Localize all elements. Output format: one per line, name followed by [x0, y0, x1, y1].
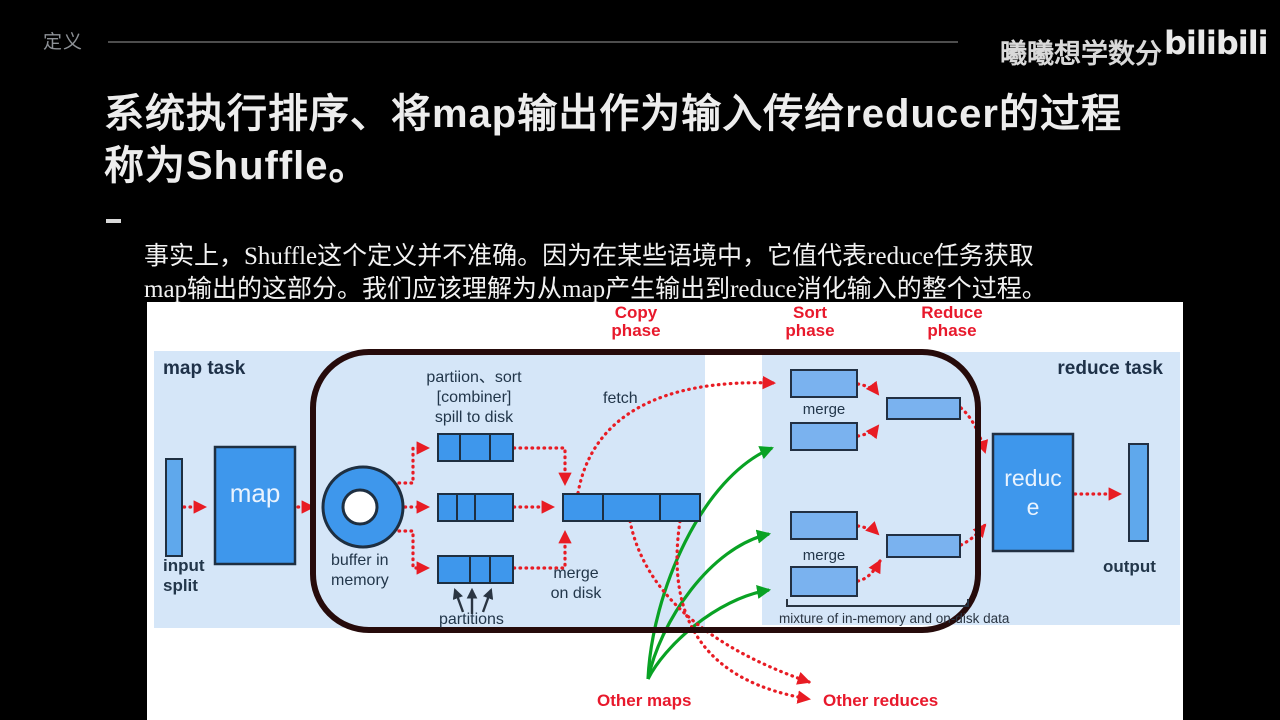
- merge-bottom-label: merge: [802, 547, 846, 564]
- reduce-box-label: reduc e: [1004, 465, 1062, 520]
- bilibili-logo: bilibili: [1164, 24, 1269, 62]
- other-maps-label: Other maps: [597, 691, 692, 710]
- mixture-label: mixture of in-memory and on-disk data: [779, 611, 1010, 626]
- map-side-shapes: [165, 433, 701, 584]
- map-box-label: map: [229, 478, 281, 508]
- map-task-label: map task: [163, 358, 246, 379]
- partitions-arrows: [452, 587, 494, 614]
- note-paragraph: 事实上，Shuffle这个定义并不准确。因为在某些语境中，它值代表reduce任…: [144, 240, 1204, 306]
- spill-files: [437, 433, 701, 584]
- other-maps-arrows: [646, 446, 774, 680]
- note-line2: map输出的这部分。我们应该理解为从map产生输出到reduce消化输入的整个过…: [144, 276, 1047, 303]
- slide-title-line2: 称为Shuffle。: [104, 144, 370, 188]
- mixture-bracket: [786, 599, 969, 607]
- section-label: 定义: [43, 32, 84, 53]
- buffer-donut-hole: [341, 488, 379, 526]
- shuffle-diagram: Copy phase Sort phase Reduce phase map t…: [147, 302, 1183, 720]
- sort-phase-label: Sort phase: [785, 303, 835, 340]
- channel-name: 曦曦想学数分: [1000, 39, 1162, 69]
- partitions-label: partitions: [439, 611, 504, 628]
- merge-on-disk-shape: [562, 493, 701, 522]
- diagram-shapes: [165, 349, 1149, 704]
- fetch-label: fetch: [603, 390, 638, 407]
- merge-top-label: merge: [802, 401, 846, 418]
- map-box-shape: [213, 445, 297, 566]
- merge-on-disk-label: merge on disk: [550, 565, 602, 602]
- slide-title-line1: 系统执行排序、将map输出作为输入传给reducer的过程: [104, 92, 1122, 136]
- input-split-shape: [165, 458, 183, 557]
- copy-phase-label: Copy phase: [611, 303, 661, 340]
- spill-label: partiion、sort [combiner] spill to disk: [426, 369, 522, 426]
- shuffle-boundary-frame: [310, 349, 981, 633]
- reduce-task-label: reduce task: [1057, 358, 1163, 379]
- input-split-label: input split: [163, 556, 205, 595]
- output-shape: [1128, 443, 1149, 542]
- header-divider-line: [108, 41, 958, 43]
- other-reduces-label: Other reduces: [823, 691, 939, 710]
- dataflow-arrows: [182, 375, 1123, 704]
- output-label: output: [1103, 557, 1156, 576]
- reduce-box-shape: [991, 432, 1075, 553]
- reduce-side-shapes: [790, 369, 1149, 597]
- bullet-dash: [106, 219, 121, 223]
- note-line1: 事实上，Shuffle这个定义并不准确。因为在某些语境中，它值代表reduce任…: [144, 243, 1034, 270]
- buffer-in-memory-label: buffer in memory: [331, 552, 389, 589]
- reduce-phase-label: Reduce phase: [921, 303, 983, 340]
- slide-title: 系统执行排序、将map输出作为输入传给reducer的过程 称为Shuffle。: [104, 88, 1214, 192]
